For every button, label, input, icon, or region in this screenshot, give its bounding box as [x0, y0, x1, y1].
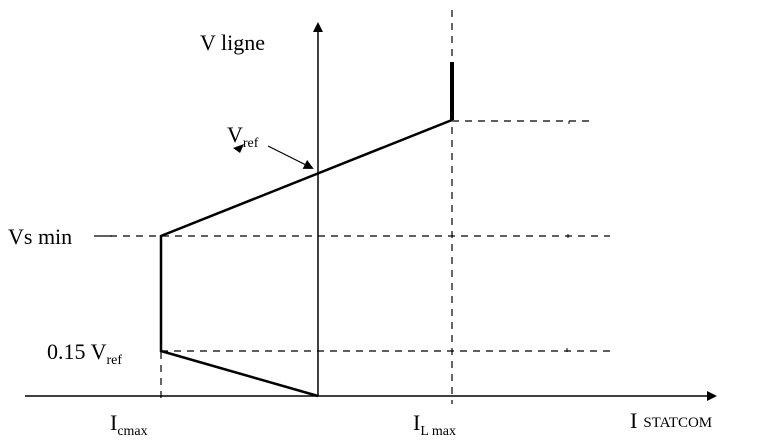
vref-arrow-icon [233, 144, 244, 153]
v015-vref-label: 0.15 Vref [47, 339, 122, 368]
vs-min-label: Vs min [8, 224, 72, 249]
vref-label: Vref [227, 122, 259, 151]
vi-characteristic-curve [159, 118, 453, 398]
icmax-label: Icmax [110, 410, 148, 439]
vref-pointer-arrow [267, 145, 314, 169]
y-axis-title: V ligne [200, 30, 265, 55]
ilmax-label: IL max [413, 410, 456, 439]
